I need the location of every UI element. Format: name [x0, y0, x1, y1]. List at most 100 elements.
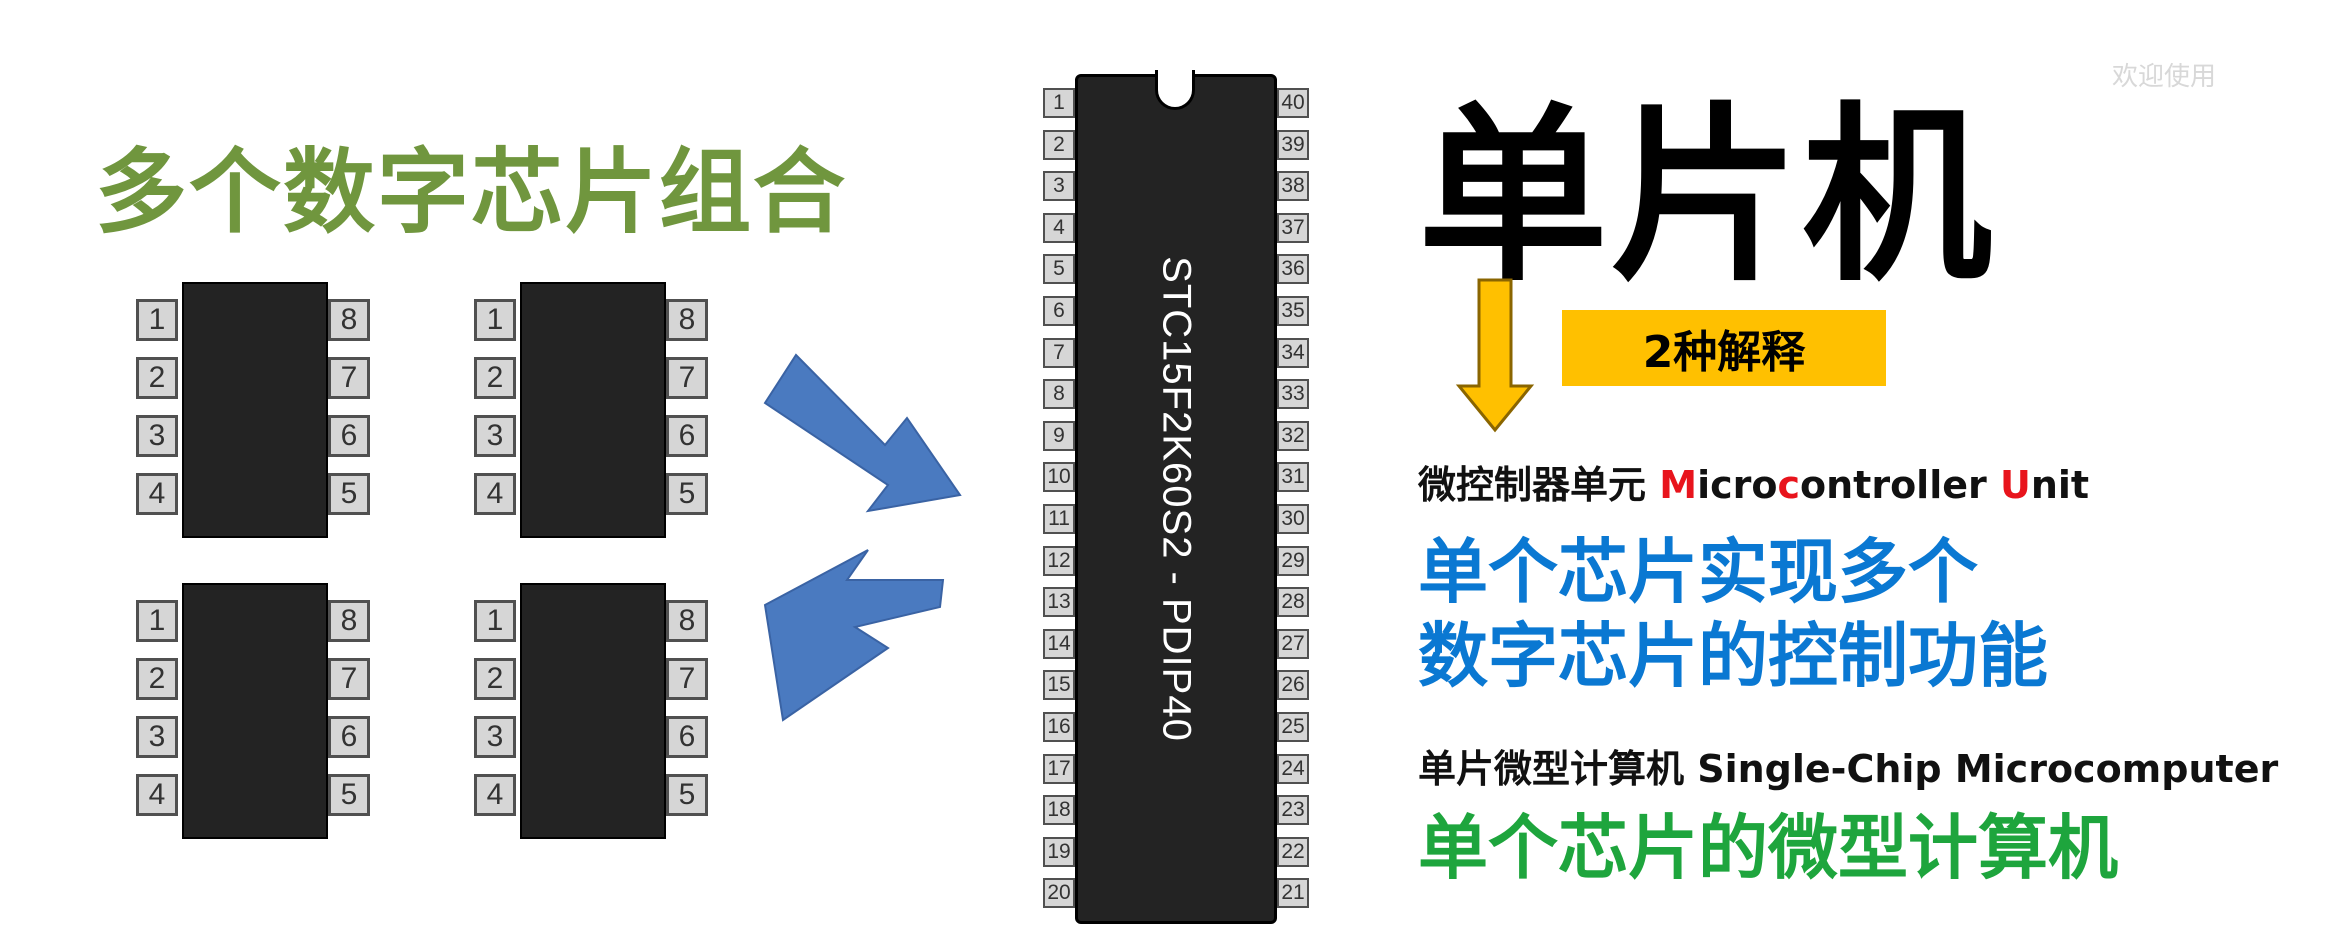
small-chip-pin-left: 3 — [474, 716, 516, 758]
mcu-pin-left: 7 — [1043, 337, 1075, 368]
small-chip-pin-left: 2 — [474, 658, 516, 700]
small-chip-pin-right: 5 — [666, 473, 708, 515]
mcu-chip-notch — [1155, 70, 1195, 110]
mcu-explanation-line-1: 单个芯片实现多个 — [1418, 531, 1978, 613]
mcu-pin-left: 11 — [1043, 504, 1075, 534]
small-chip-pin-right: 5 — [328, 473, 370, 515]
mcu-pin-left: 14 — [1043, 628, 1075, 659]
small-chip-pin-left: 2 — [136, 357, 178, 399]
mcu-pin-right: 25 — [1277, 712, 1309, 742]
mcu-pin-right: 36 — [1277, 254, 1309, 285]
mcu-pin-right: 31 — [1277, 462, 1309, 493]
small-chip-pin-left: 4 — [136, 473, 178, 515]
small-chip-4: 1 8 2 7 3 6 4 5 — [474, 583, 710, 839]
scm-explanation: 单个芯片的微型计算机 — [1418, 807, 2118, 889]
small-chip-pin-right: 8 — [328, 600, 370, 642]
small-chip-body — [520, 583, 666, 839]
mcu-pin-right: 35 — [1277, 296, 1309, 326]
mcu-pin-right: 29 — [1277, 545, 1309, 576]
small-chip-pin-left: 4 — [136, 774, 178, 816]
mcu-pin-right: 34 — [1277, 337, 1309, 368]
mcu-pin-left: 16 — [1043, 712, 1075, 742]
small-chip-pin-right: 6 — [328, 415, 370, 457]
small-chip-pin-right: 5 — [328, 774, 370, 816]
watermark: 欢迎使用 — [2112, 62, 2217, 92]
left-title: 多个数字芯片组合 — [95, 139, 848, 246]
arrow-down-right-icon — [763, 353, 962, 513]
mcu-pin-right: 21 — [1277, 878, 1309, 909]
acronym-letter: U — [1999, 463, 2031, 507]
small-chip-pin-right: 6 — [328, 716, 370, 758]
arrow-up-right-icon — [763, 549, 945, 722]
small-chip-pin-right: 8 — [666, 600, 708, 642]
definition-text: nit — [2030, 463, 2090, 507]
mcu-chip-label: STC15F2K60S2 - PDIP40 — [1154, 256, 1199, 742]
small-chip-pin-left: 2 — [136, 658, 178, 700]
small-chip-pin-left: 3 — [136, 415, 178, 457]
small-chip-pin-left: 1 — [136, 299, 178, 341]
mcu-pin-right: 23 — [1277, 795, 1309, 826]
small-chip-pin-left: 3 — [136, 716, 178, 758]
definition-mcu-en: Microcontroller Unit — [1659, 463, 2089, 507]
mcu-pin-left: 4 — [1043, 212, 1075, 243]
small-chip-pin-right: 7 — [666, 357, 708, 399]
mcu-pin-left: 5 — [1043, 254, 1075, 285]
main-title: 单片机 — [1418, 86, 1995, 307]
mcu-explanation: 单个芯片实现多个 数字芯片的控制功能 — [1418, 530, 2048, 698]
small-chip-pin-left: 1 — [474, 299, 516, 341]
mcu-pin-right: 27 — [1277, 628, 1309, 659]
small-chip-pin-right: 5 — [666, 774, 708, 816]
mcu-pin-left: 17 — [1043, 753, 1075, 784]
definition-mcu-cn: 微控制器单元 — [1418, 463, 1660, 507]
definition-text: ontroller — [1800, 463, 2000, 507]
small-chip-pin-right: 7 — [328, 658, 370, 700]
small-chip-body — [520, 282, 666, 538]
mcu-pin-left: 15 — [1043, 670, 1075, 701]
small-chip-body — [182, 282, 328, 538]
mcu-pin-right: 26 — [1277, 670, 1309, 701]
mcu-pin-left: 6 — [1043, 296, 1075, 326]
mcu-pin-left: 8 — [1043, 379, 1075, 410]
small-chip-pin-right: 8 — [666, 299, 708, 341]
mcu-pin-left: 9 — [1043, 420, 1075, 451]
small-chip-pin-right: 7 — [328, 357, 370, 399]
small-chip-pin-right: 6 — [666, 415, 708, 457]
small-chip-pin-right: 7 — [666, 658, 708, 700]
small-chip-pin-right: 8 — [328, 299, 370, 341]
definition-mcu: 微控制器单元 Microcontroller Unit — [1418, 454, 2089, 509]
mcu-pin-left: 10 — [1043, 462, 1075, 493]
small-chip-pin-right: 6 — [666, 716, 708, 758]
small-chip-1: 1 8 2 7 3 6 4 5 — [136, 282, 372, 538]
small-chip-3: 1 8 2 7 3 6 4 5 — [136, 583, 372, 839]
mcu-pin-left: 13 — [1043, 587, 1075, 618]
mcu-explanation-line-2: 数字芯片的控制功能 — [1418, 615, 2048, 697]
small-chip-pin-left: 3 — [474, 415, 516, 457]
definition-scm: 单片微型计算机 Single-Chip Microcomputer — [1418, 747, 2279, 791]
mcu-pin-left: 20 — [1043, 878, 1075, 909]
acronym-letter: M — [1659, 463, 1698, 507]
mcu-pin-right: 38 — [1277, 171, 1309, 202]
mcu-pin-right: 40 — [1277, 88, 1309, 118]
mcu-chip-body — [1075, 74, 1277, 924]
mcu-pin-right: 22 — [1277, 836, 1309, 867]
small-chip-pin-left: 1 — [136, 600, 178, 642]
mcu-pin-right: 28 — [1277, 587, 1309, 618]
mcu-pin-right: 24 — [1277, 753, 1309, 784]
mcu-pin-right: 30 — [1277, 504, 1309, 534]
mcu-pin-left: 2 — [1043, 129, 1075, 160]
small-chip-pin-left: 1 — [474, 600, 516, 642]
mcu-pin-right: 39 — [1277, 129, 1309, 160]
small-chip-pin-left: 4 — [474, 473, 516, 515]
mcu-pin-left: 3 — [1043, 171, 1075, 202]
interpretations-badge: 2种解释 — [1562, 310, 1886, 386]
mcu-pin-right: 37 — [1277, 212, 1309, 243]
mcu-pin-left: 19 — [1043, 836, 1075, 867]
small-chip-pin-left: 4 — [474, 774, 516, 816]
mcu-pin-left: 1 — [1043, 88, 1075, 118]
mcu-pin-right: 33 — [1277, 379, 1309, 410]
definition-text: icro — [1697, 463, 1778, 507]
small-chip-pin-left: 2 — [474, 357, 516, 399]
mcu-pin-left: 18 — [1043, 795, 1075, 826]
mcu-pin-left: 12 — [1043, 545, 1075, 576]
arrows-group — [763, 353, 962, 722]
